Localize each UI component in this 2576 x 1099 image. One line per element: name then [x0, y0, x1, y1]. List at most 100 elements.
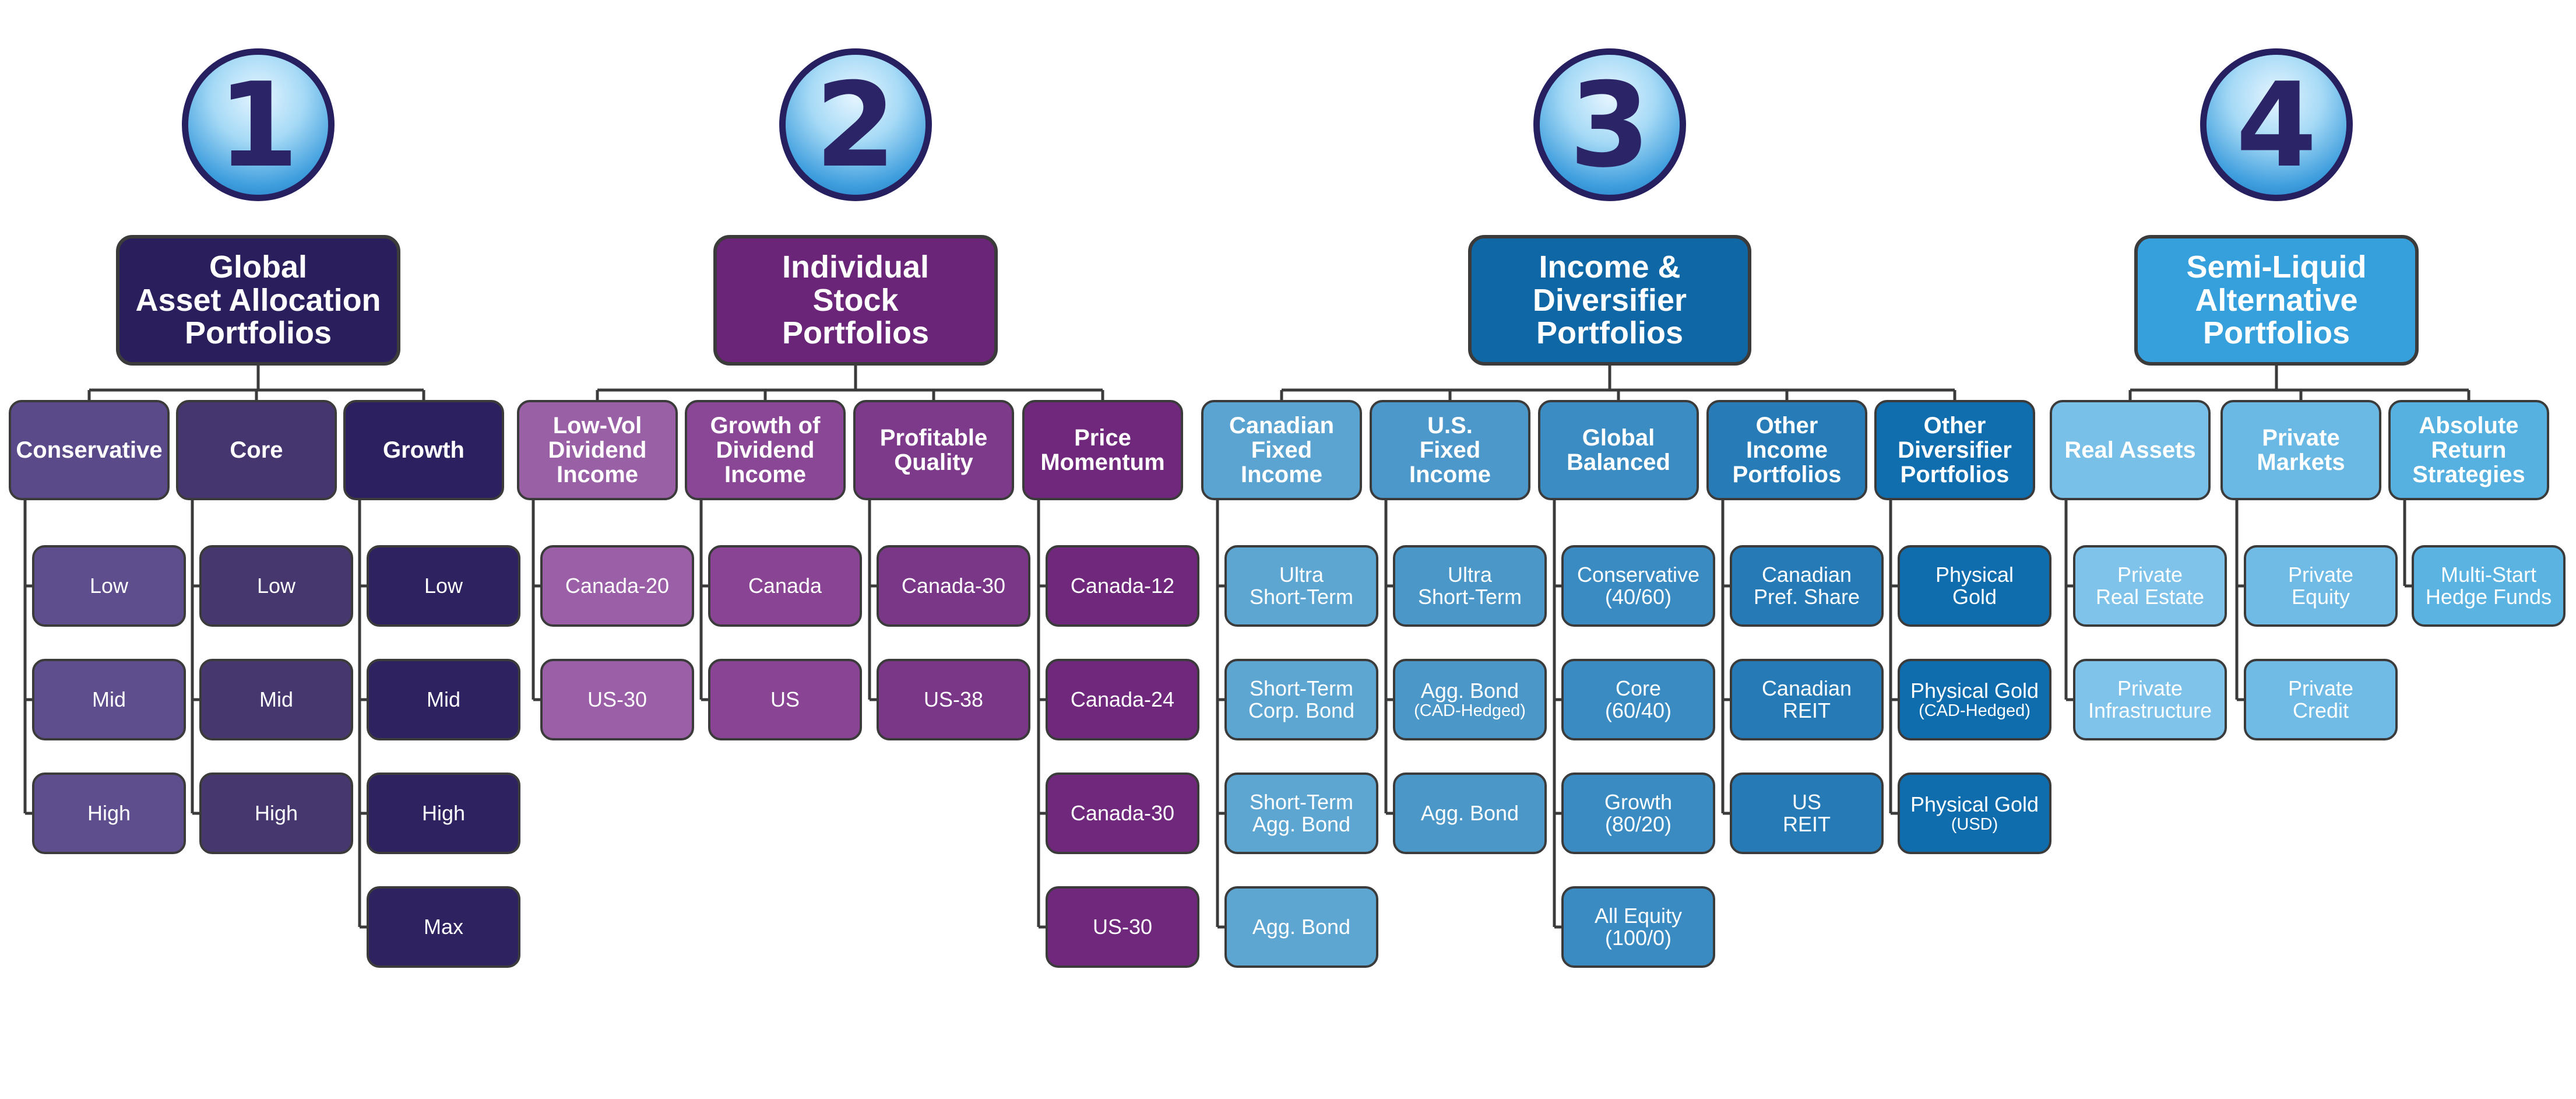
portfolio-name: Canada-20 — [565, 574, 670, 598]
portfolio-leaf: Canada-12 — [1046, 545, 1199, 627]
portfolio-leaf: Canadian REIT — [1730, 659, 1884, 740]
portfolio-leaf: Agg. Bond — [1224, 886, 1378, 968]
portfolio-leaf: All Equity (100/0) — [1561, 886, 1715, 968]
portfolio-name: Ultra Short-Term — [1249, 563, 1354, 609]
category-label: Other Income Portfolios — [1732, 413, 1842, 487]
group-title: Semi-Liquid Alternative Portfolios — [2186, 249, 2367, 351]
portfolio-leaf: Canada-24 — [1046, 659, 1199, 740]
group-header: Income & Diversifier Portfolios — [1468, 235, 1751, 366]
portfolio-name: Mid — [259, 687, 293, 712]
portfolio-name: Agg. Bond — [1252, 915, 1351, 939]
portfolio-name: Mid — [426, 687, 460, 712]
category-box: Growth — [343, 400, 504, 500]
portfolio-leaf: Low — [367, 545, 520, 627]
portfolio-leaf: Conservative (40/60) — [1561, 545, 1715, 627]
portfolio-name: US — [770, 687, 800, 712]
category-label: Profitable Quality — [879, 425, 988, 475]
portfolio-qualifier: (CAD-Hedged) — [1414, 701, 1526, 720]
portfolio-leaf: High — [199, 773, 353, 854]
group-number: 1 — [217, 58, 299, 194]
category-box: U.S. Fixed Income — [1370, 400, 1530, 500]
portfolio-name: Canada-30 — [1070, 801, 1175, 826]
portfolio-name: Private Real Estate — [2095, 563, 2205, 609]
category-box: Low-Vol Dividend Income — [517, 400, 678, 500]
portfolio-qualifier: (USD) — [1951, 814, 1998, 834]
group-header: Global Asset Allocation Portfolios — [116, 235, 400, 366]
portfolio-name: Physical Gold — [1935, 563, 2014, 609]
portfolio-name: Core (60/40) — [1604, 676, 1672, 722]
portfolio-leaf: US-30 — [1046, 886, 1199, 968]
category-box: Growth of Dividend Income — [685, 400, 846, 500]
portfolio-leaf: US REIT — [1730, 773, 1884, 854]
category-box: Conservative — [9, 400, 170, 500]
portfolio-leaf: Physical Gold(USD) — [1898, 773, 2051, 854]
portfolio-name: Agg. Bond — [1420, 801, 1519, 826]
portfolio-leaf: Physical Gold — [1898, 545, 2051, 627]
portfolio-leaf: US-30 — [540, 659, 694, 740]
portfolio-name: Ultra Short-Term — [1417, 563, 1522, 609]
category-label: Low-Vol Dividend Income — [548, 413, 647, 487]
portfolio-name: Short-Term Agg. Bond — [1249, 790, 1354, 836]
category-label: Real Assets — [2064, 437, 2196, 463]
group-title: Individual Stock Portfolios — [782, 249, 930, 351]
portfolio-name: US REIT — [1782, 790, 1831, 836]
portfolio-name: High — [87, 801, 131, 826]
portfolio-name: High — [421, 801, 466, 826]
category-label: Absolute Return Strategies — [2412, 413, 2525, 487]
portfolio-leaf: Short-Term Corp. Bond — [1224, 659, 1378, 740]
portfolio-name: Physical Gold — [1910, 678, 2039, 703]
portfolio-name: Mid — [92, 687, 126, 712]
category-label: Growth — [383, 437, 464, 463]
portfolio-leaf: Low — [32, 545, 186, 627]
portfolio-leaf: US-38 — [877, 659, 1030, 740]
group-number-badge: 3 — [1533, 48, 1686, 201]
category-label: Core — [230, 437, 283, 463]
portfolio-leaf: Canada-20 — [540, 545, 694, 627]
category-label: Other Diversifier Portfolios — [1898, 413, 2012, 487]
portfolio-name: Private Credit — [2288, 676, 2354, 722]
category-label: Global Balanced — [1567, 425, 1670, 475]
portfolio-name: Canadian REIT — [1761, 676, 1852, 722]
portfolio-qualifier: (CAD-Hedged) — [1919, 701, 2030, 720]
category-box: Core — [176, 400, 337, 500]
portfolio-name: Canada-24 — [1070, 687, 1175, 712]
portfolio-leaf: Mid — [199, 659, 353, 740]
portfolio-leaf: Canadian Pref. Share — [1730, 545, 1884, 627]
category-box: Global Balanced — [1538, 400, 1699, 500]
group-header: Semi-Liquid Alternative Portfolios — [2134, 235, 2419, 366]
portfolio-leaf: Ultra Short-Term — [1393, 545, 1547, 627]
portfolio-name: Multi-Start Hedge Funds — [2425, 563, 2552, 609]
group-title: Global Asset Allocation Portfolios — [135, 249, 381, 351]
portfolio-leaf: Private Infrastructure — [2073, 659, 2227, 740]
portfolio-leaf: Private Credit — [2244, 659, 2398, 740]
portfolio-name: Private Equity — [2288, 563, 2354, 609]
portfolio-leaf: Physical Gold(CAD-Hedged) — [1898, 659, 2051, 740]
category-label: Private Markets — [2257, 425, 2345, 475]
portfolio-name: Low — [256, 574, 296, 598]
category-label: Growth of Dividend Income — [710, 413, 821, 487]
portfolio-leaf: Multi-Start Hedge Funds — [2412, 545, 2566, 627]
group-title: Income & Diversifier Portfolios — [1532, 249, 1687, 351]
portfolio-name: Canada — [748, 574, 822, 598]
portfolio-leaf: High — [32, 773, 186, 854]
portfolio-name: Private Infrastructure — [2088, 676, 2212, 722]
portfolio-name: Canada-12 — [1070, 574, 1175, 598]
portfolio-leaf: Short-Term Agg. Bond — [1224, 773, 1378, 854]
portfolio-name: Physical Gold — [1910, 792, 2039, 816]
portfolio-name: High — [254, 801, 298, 826]
portfolio-leaf: Canada-30 — [877, 545, 1030, 627]
portfolio-leaf: Ultra Short-Term — [1224, 545, 1378, 627]
portfolio-leaf: Growth (80/20) — [1561, 773, 1715, 854]
group-number: 2 — [815, 58, 896, 194]
portfolio-name: US-38 — [923, 687, 984, 712]
category-label: Canadian Fixed Income — [1229, 413, 1335, 487]
portfolio-leaf: Mid — [32, 659, 186, 740]
portfolio-leaf: Private Equity — [2244, 545, 2398, 627]
category-box: Price Momentum — [1022, 400, 1183, 500]
portfolio-name: Conservative (40/60) — [1576, 563, 1700, 609]
portfolio-leaf: High — [367, 773, 520, 854]
category-box: Other Diversifier Portfolios — [1874, 400, 2035, 500]
portfolio-leaf: Canada — [708, 545, 862, 627]
group-number-badge: 2 — [779, 48, 932, 201]
